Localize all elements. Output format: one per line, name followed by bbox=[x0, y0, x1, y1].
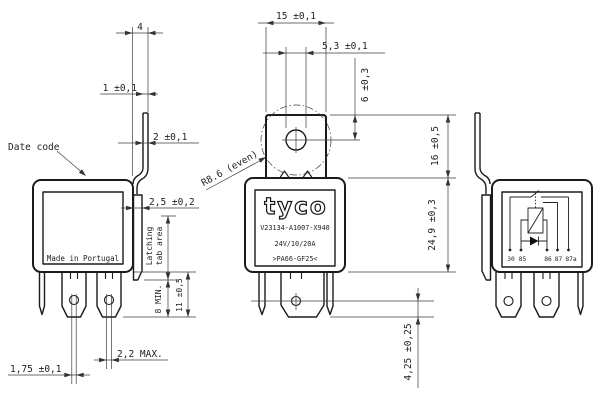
circuit-schematic: 30 85 86 87 87a bbox=[507, 190, 577, 263]
latching-tab-right bbox=[481, 194, 492, 281]
latching-tab-left bbox=[132, 194, 143, 281]
dim-blade-thickness: 1,75 ±0,1 bbox=[10, 364, 62, 375]
material-code: >PA66-GF25< bbox=[272, 255, 317, 263]
dimensions-front: 15 ±0,1 5,3 ±0,1 6 ±0,3 16 ±0,5 24,9 ±0,… bbox=[200, 11, 456, 388]
terminals-left bbox=[38, 272, 122, 318]
relay-body-front bbox=[244, 177, 346, 273]
switch-blade bbox=[530, 190, 540, 198]
rating-text: 24V/10/20A bbox=[275, 240, 316, 248]
latching-area-label-1: Latching bbox=[145, 227, 154, 266]
pin-label-85: 85 bbox=[519, 256, 527, 263]
pin-label-87a: 87a bbox=[565, 256, 577, 263]
pin-label-87: 87 bbox=[555, 256, 563, 263]
pin-label-86: 86 bbox=[544, 256, 552, 263]
pin-label-30: 30 bbox=[507, 256, 515, 263]
side-view-right: 30 85 86 87 87a bbox=[474, 112, 593, 318]
terminals-right bbox=[495, 272, 584, 318]
terminal-blade-wide-2 bbox=[96, 272, 122, 318]
mounting-tab-right bbox=[474, 112, 491, 194]
radius-label: R8.6 (even) bbox=[200, 149, 260, 189]
dim-hole-offset: 6 ±0,3 bbox=[360, 68, 371, 102]
dim-tab-offset: 4 bbox=[137, 22, 143, 33]
dim-terminal-length: 11 ±0,5 bbox=[175, 278, 184, 312]
label-area-front bbox=[254, 189, 336, 267]
dim-terminal-hole: 4,25 ±0,25 bbox=[403, 323, 414, 380]
dim-bracket-height: 16 ±0,5 bbox=[430, 126, 441, 166]
mounting-bracket bbox=[265, 114, 327, 179]
made-in-label: Made in Portugal bbox=[47, 254, 119, 263]
terminal-blade-wide-1 bbox=[61, 272, 87, 318]
terminal-right-thin bbox=[577, 272, 584, 316]
mounting-tab-left bbox=[132, 112, 149, 194]
brand-logo: tyco bbox=[264, 194, 327, 220]
latching-area-label-2: tab area bbox=[155, 227, 164, 266]
front-view-center: tyco V23134-A1007-X940 24V/10/20A >PA66-… bbox=[200, 11, 456, 388]
label-area-left bbox=[42, 191, 124, 265]
relay-body-right bbox=[491, 179, 593, 273]
terminal-front-center bbox=[280, 272, 325, 318]
dim-tab-thickness: 2 ±0,1 bbox=[153, 132, 188, 143]
label-area-right bbox=[501, 191, 583, 268]
terminal-blade-thin bbox=[38, 272, 46, 316]
terminal-front-right bbox=[326, 272, 334, 316]
part-number: V23134-A1007-X940 bbox=[260, 224, 330, 232]
dimensions-left: 4 1 ±0,1 2 ±0,1 2,5 ±0,2 Latching tab ar… bbox=[8, 22, 199, 384]
bracket-nubs bbox=[279, 170, 313, 178]
dim-blade-max: 2,2 MAX. bbox=[117, 349, 163, 360]
side-view-left: Made in Portugal 4 1 bbox=[8, 22, 199, 384]
dim-latch-min: 8 MIN. bbox=[154, 285, 163, 314]
dim-body-height: 24,9 ±0,3 bbox=[427, 199, 438, 250]
terminal-front-left bbox=[258, 272, 266, 316]
terminal-right-1 bbox=[495, 272, 522, 318]
dim-latch-depth: 2,5 ±0,2 bbox=[149, 197, 195, 208]
coil-symbol bbox=[527, 207, 544, 234]
dim-hole-dia: 5,3 ±0,1 bbox=[322, 41, 368, 52]
diode-symbol bbox=[530, 236, 539, 246]
dim-tab-top: 1 ±0,1 bbox=[103, 83, 138, 94]
terminal-right-2 bbox=[533, 272, 560, 318]
dim-bracket-width: 15 ±0,1 bbox=[276, 11, 316, 22]
date-code-label: Date code bbox=[8, 142, 60, 153]
